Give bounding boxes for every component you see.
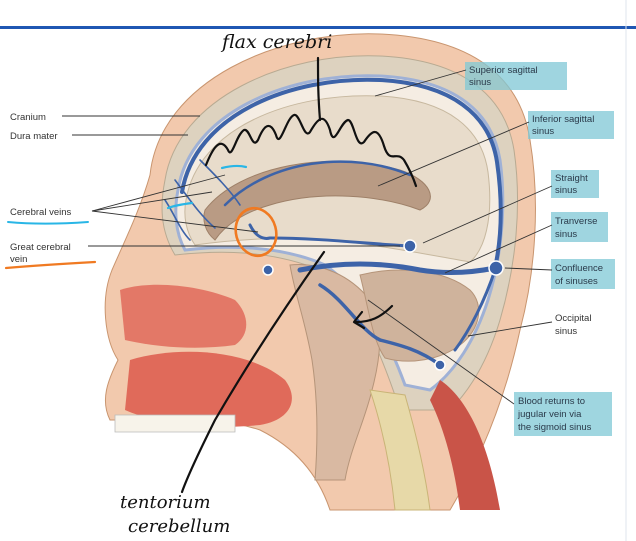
label-occipital-2: sinus: [555, 326, 577, 337]
cyan-underline: [7, 221, 89, 225]
teeth: [114, 414, 236, 433]
leader-confluence: [504, 267, 553, 271]
cyan-mark-2: [166, 201, 194, 210]
label-cranium: Cranium: [10, 112, 46, 123]
straight-sinus-path: [268, 236, 412, 248]
highlight-blood-returns: [514, 392, 612, 436]
highlight-straight: [551, 170, 599, 198]
head-illustration: [104, 33, 536, 511]
tentorium-line: [180, 250, 326, 494]
neck-muscle: [430, 380, 500, 510]
cerebral-vein-branch-1: [174, 179, 216, 229]
label-confluence-1: Confluence: [555, 263, 603, 274]
sigmoid-node: [434, 359, 446, 371]
leader-cerebral-veins-1: [91, 174, 226, 212]
label-straight-2: sinus: [555, 185, 577, 196]
occipital-sinus-path: [453, 268, 497, 352]
handwritten-tentorium: tentorium: [120, 492, 211, 513]
label-superior-sagittal-2: sinus: [469, 77, 491, 88]
spinal-column: [369, 389, 431, 511]
leader-straight: [422, 185, 553, 244]
straight-sinus-node: [403, 239, 417, 253]
handwritten-cerebellum: cerebellum: [128, 516, 230, 537]
leader-cerebral-veins-3: [91, 210, 259, 233]
cerebellum-arrow-head: [352, 310, 366, 330]
handwritten-annotations: flax cerebri tentorium cerebellum: [4, 31, 418, 537]
printed-labels: Cranium Dura mater Cerebral veins Great …: [10, 65, 603, 433]
great-cerebral-vein-path: [248, 223, 272, 240]
cerebellum-arrow: [354, 304, 394, 324]
highlight-transverse: [551, 212, 608, 242]
leader-blood-returns: [367, 299, 515, 405]
tongue: [125, 351, 292, 427]
label-straight-1: Straight: [555, 173, 588, 184]
great-vein-node: [262, 264, 274, 276]
label-great-cerebral-2: vein: [10, 254, 27, 265]
inferior-sagittal-sinus-path: [223, 160, 412, 207]
label-dura-mater: Dura mater: [10, 131, 58, 142]
falx-zigzag: [204, 113, 418, 188]
handwritten-falx-cerebri: flax cerebri: [220, 31, 332, 53]
label-inferior-sagittal-1: Inferior sagittal: [532, 114, 594, 125]
leader-cerebral-veins-2: [91, 191, 213, 212]
orange-underline: [4, 260, 97, 270]
label-cerebral-veins: Cerebral veins: [10, 207, 71, 218]
falx-arrow: [316, 56, 322, 122]
highlight-confluence: [551, 259, 615, 289]
superior-sagittal-sinus-path: [180, 77, 503, 270]
confluence-node: [488, 260, 504, 276]
label-blood-returns-3: the sigmoid sinus: [518, 422, 592, 433]
label-superior-sagittal-1: Superior sagittal: [469, 65, 538, 76]
label-occipital-1: Occipital: [555, 313, 591, 324]
highlight-superior-sagittal: [465, 62, 567, 90]
label-inferior-sagittal-2: sinus: [532, 126, 554, 137]
highlight-inferior-sagittal: [528, 111, 614, 139]
leader-lines: [62, 69, 553, 405]
cyan-mark-1: [220, 164, 248, 170]
label-blood-returns-1: Blood returns to: [518, 396, 585, 407]
transverse-sinus-path: [297, 261, 498, 276]
top-rule: [0, 26, 636, 29]
leader-inferior-sagittal: [377, 121, 530, 187]
cerebral-vein-branch-2: [199, 159, 241, 206]
label-great-cerebral-1: Great cerebral: [10, 242, 71, 253]
orange-circle: [234, 206, 278, 258]
leader-occipital: [467, 321, 553, 337]
nasal-cavity: [120, 284, 247, 348]
leader-superior-sagittal: [374, 69, 467, 97]
label-highlights: [465, 62, 615, 436]
label-transverse-1: Tranverse: [555, 216, 597, 227]
label-confluence-2: of sinuses: [555, 276, 598, 287]
sigmoid-sinus-path: [318, 283, 442, 367]
label-transverse-2: sinus: [555, 229, 577, 240]
leader-transverse: [444, 224, 553, 274]
label-blood-returns-2: jugular vein via: [517, 409, 582, 420]
